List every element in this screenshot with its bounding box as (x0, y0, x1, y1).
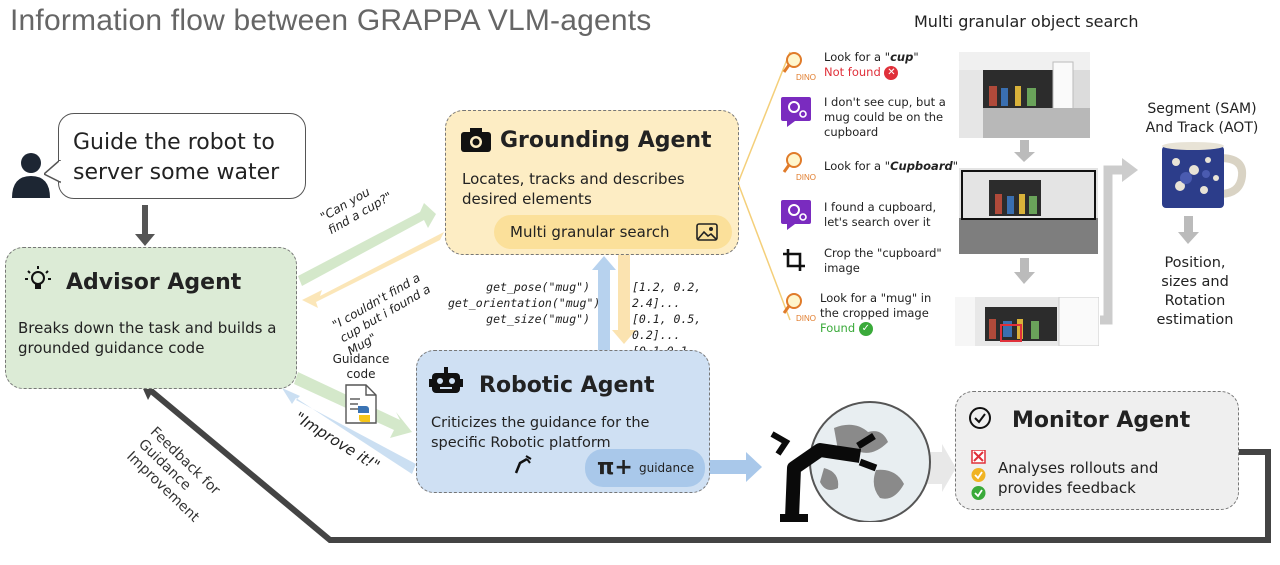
api-calls-list: get_pose("mug") get_orientation("mug") g… (448, 279, 601, 327)
user-speech-bubble: Guide the robot to server some water (58, 113, 306, 199)
cupboard-photo-full (959, 52, 1090, 138)
check-circle-icon (968, 406, 992, 434)
step-text: Crop the "cupboard" image (824, 246, 942, 275)
advisor-to-grounding-arrow (298, 203, 436, 286)
dino-magnifier-icon: DINO (782, 152, 816, 182)
api-call: get_size("mug") (486, 312, 590, 326)
step-text-end: " (952, 159, 959, 173)
cupboard-photo-cropped (955, 296, 1100, 347)
robotic-to-advisor-arrow (282, 388, 416, 474)
feedback-loop-arrow (148, 387, 1271, 543)
vlm-gear-icon: VLM (781, 97, 811, 129)
svg-text:VLM: VLM (794, 226, 809, 232)
lightbulb-icon (24, 264, 52, 298)
estimation-label: Position, sizes and Rotation estimation (1156, 255, 1234, 328)
grounding-to-advisor-arrow (302, 232, 444, 308)
camera-icon (460, 127, 492, 157)
step-keyword: cup (890, 50, 914, 64)
svg-text:DINO: DINO (796, 314, 816, 323)
policy-symbol: π+ (597, 455, 633, 480)
monitor-agent-name: Monitor Agent (1012, 408, 1191, 433)
api-call: get_pose("mug") (486, 280, 590, 294)
step-text: I found a cupboard, let's search over it (824, 200, 937, 229)
monitor-agent-description: Analyses rollouts and provides feedback (998, 459, 1159, 497)
step-text-end: " (913, 50, 919, 64)
not-found-icon: ✕ (884, 65, 899, 80)
dino-magnifier-icon: DINO (782, 52, 816, 82)
robotic-agent-name: Robotic Agent (479, 373, 655, 398)
api-result: [0.1, 0.5, 0.2]... (632, 312, 702, 342)
policy-label: guidance (639, 461, 695, 475)
step-status: Found (820, 321, 856, 335)
grounding-agent-description: Locates, tracks and describes desired el… (462, 170, 685, 208)
crop-icon (783, 249, 805, 271)
advisor-agent-description: Breaks down the task and builds a ground… (18, 319, 277, 357)
vlm-gear-icon: VLM (781, 200, 811, 232)
multi-granular-search-pill: Multi granular search (494, 215, 732, 249)
robotic-agent-box: Robotic Agent Criticizes the guidance fo… (416, 350, 710, 493)
advisor-agent-name: Advisor Agent (66, 270, 242, 295)
api-result: [1.2, 0.2, 2.4]... (632, 280, 702, 310)
mug-image (1156, 140, 1248, 216)
svg-text:VLM: VLM (794, 123, 809, 129)
guidance-policy-pill: π+ guidance (585, 449, 705, 487)
grounding-to-robotic-arrow (618, 252, 630, 332)
speech-bubble-tail (44, 160, 62, 184)
step-text: I don't see cup, but a mug could be on t… (824, 95, 946, 139)
step-text: Look for a " (824, 159, 891, 173)
image-icon (696, 223, 718, 245)
api-call: get_orientation("mug") (448, 296, 601, 310)
advisor-agent-box: Advisor Agent Breaks down the task and b… (5, 247, 297, 389)
step-text: Look for a "mug" in the cropped image (820, 291, 932, 320)
found-icon: ✓ (858, 321, 873, 336)
robotic-agent-description: Criticizes the guidance for the specific… (431, 415, 650, 451)
robotic-to-grounding-arrow (598, 268, 610, 352)
robot-arm-small-icon (513, 455, 533, 479)
monitor-agent-box: Monitor Agent Analyses rollouts and prov… (955, 391, 1239, 510)
svg-text:DINO: DINO (796, 73, 816, 82)
python-file-icon (344, 384, 380, 428)
status-icons (970, 449, 988, 506)
step-text: Look for a " (824, 50, 891, 64)
search-title: Multi granular object search (914, 12, 1139, 31)
guidance-code-label: Guidance code (332, 352, 390, 381)
user-icon (10, 152, 52, 202)
svg-text:DINO: DINO (796, 173, 816, 182)
grounding-agent-name: Grounding Agent (500, 128, 712, 153)
grounding-agent-box: Grounding Agent Locates, tracks and desc… (445, 110, 739, 255)
robot-icon (429, 367, 463, 403)
robot-arm-world-icon (764, 398, 936, 526)
cupboard-photo-detected (959, 168, 1098, 254)
multi-granular-search-label: Multi granular search (510, 223, 670, 241)
step-keyword: Cupboard (890, 159, 953, 173)
diagram-title: Information flow between GRAPPA VLM-agen… (10, 4, 652, 37)
segment-track-label: Segment (SAM) And Track (AOT) (1145, 101, 1259, 136)
crop-to-segment-arrow (1100, 165, 1125, 325)
step-status: Not found (824, 65, 881, 79)
user-message: Guide the robot to server some water (73, 130, 280, 185)
robotic-to-robot-arrow (706, 460, 748, 474)
dino-magnifier-icon: DINO (782, 293, 816, 323)
